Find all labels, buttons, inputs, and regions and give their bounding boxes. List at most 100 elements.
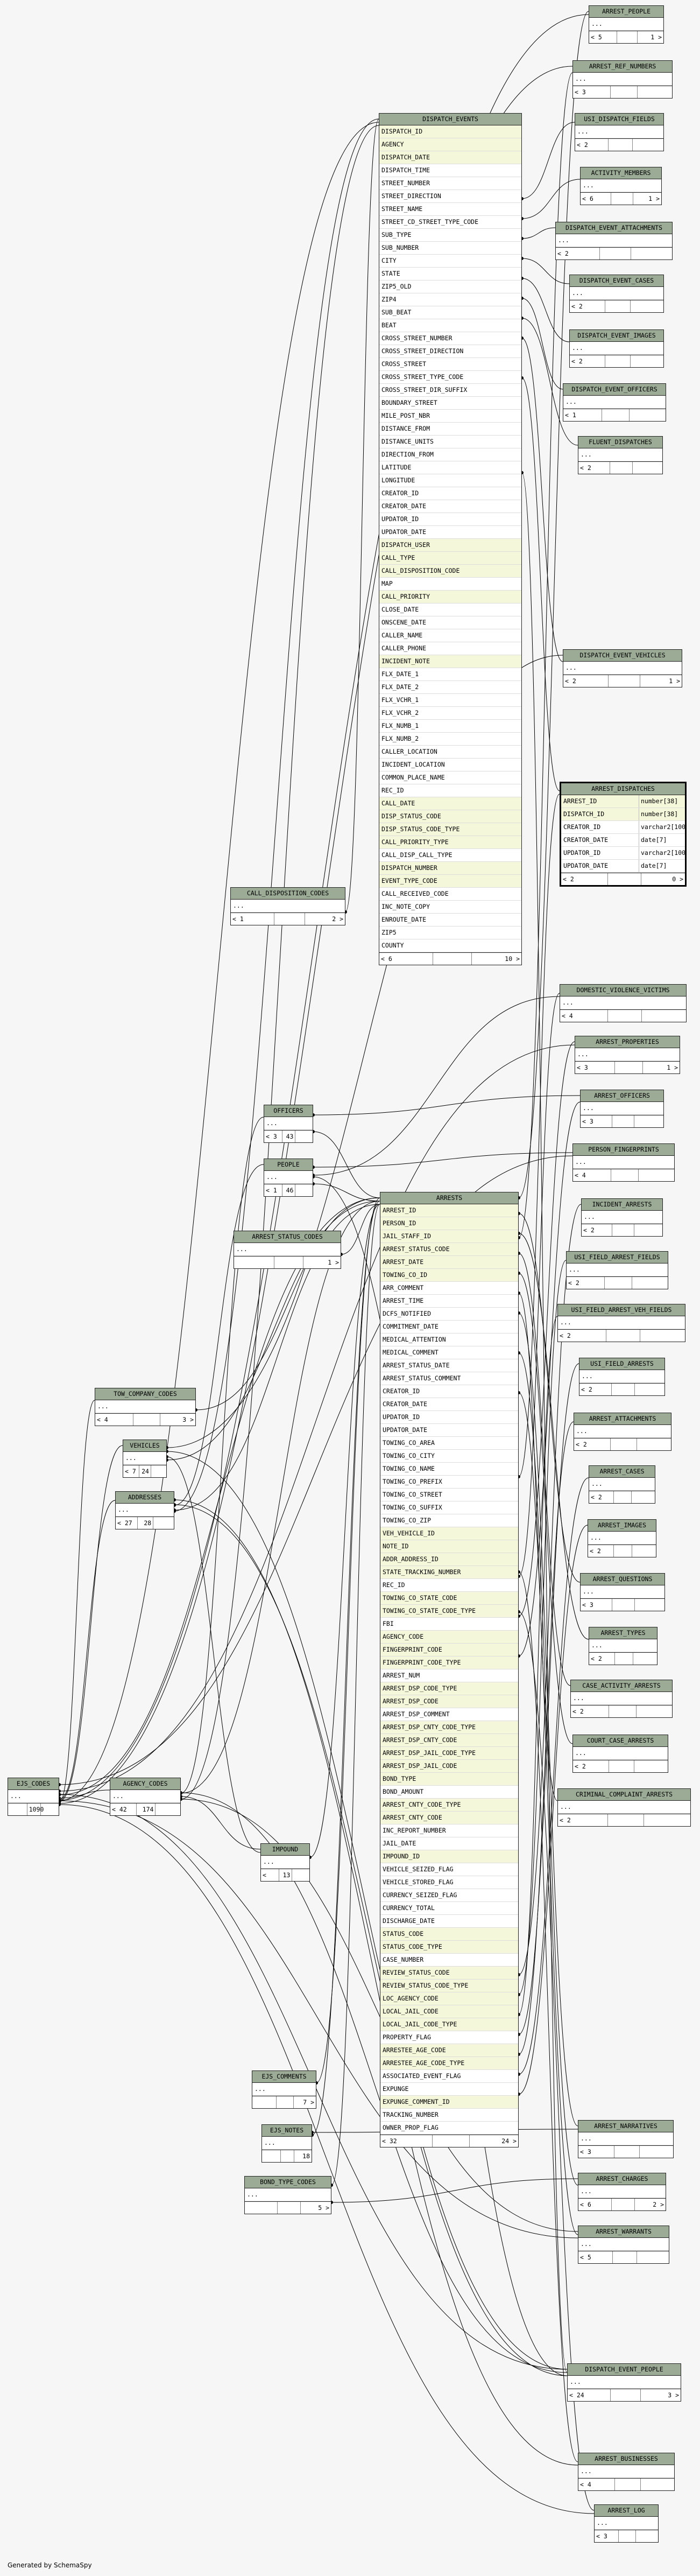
table-ejs-codes[interactable]: EJS_CODES...1090 > xyxy=(8,1778,59,1816)
table-name[interactable]: DISPATCH_EVENT_OFFICERS xyxy=(563,384,666,396)
table-ejs-notes[interactable]: EJS_NOTES...18 > xyxy=(261,2124,312,2163)
table-name[interactable]: ARREST_STATUS_CODES xyxy=(234,1231,341,1243)
table-arrest-businesses[interactable]: ARREST_BUSINESSES...< 4 xyxy=(578,2453,675,2491)
table-name[interactable]: ARREST_REF_NUMBERS xyxy=(573,61,672,73)
relationship-counts: < 2 xyxy=(570,300,663,312)
table-name[interactable]: OFFICERS xyxy=(264,1105,313,1117)
table-case-activity-arrests[interactable]: CASE_ACTIVITY_ARRESTS...< 2 xyxy=(570,1680,673,1718)
table-name[interactable]: USI_FIELD_ARREST_FIELDS xyxy=(567,1252,668,1264)
table-arrest-cases[interactable]: ARREST_CASES...< 2 xyxy=(589,1465,655,1504)
relationship-counts: < 5 xyxy=(578,2251,669,2263)
table-dispatch-event-cases[interactable]: DISPATCH_EVENT_CASES...< 2 xyxy=(569,275,664,313)
table-fluent-dispatches[interactable]: FLUENT_DISPATCHES...< 2 xyxy=(578,436,663,474)
table-arrest-narratives[interactable]: ARREST_NARRATIVES...< 3 xyxy=(578,2120,674,2158)
table-name[interactable]: DISPATCH_EVENTS xyxy=(379,114,521,125)
table-bond-type-codes[interactable]: BOND_TYPE_CODES...5 > xyxy=(244,2176,331,2214)
table-arrest-ref-numbers[interactable]: ARREST_REF_NUMBERS...< 3 xyxy=(572,60,673,99)
table-ejs-comments[interactable]: EJS_COMMENTS...7 > xyxy=(252,2070,316,2109)
table-name[interactable]: ARREST_TYPES xyxy=(589,1627,657,1639)
table-name[interactable]: ARREST_CHARGES xyxy=(578,2173,666,2185)
table-name[interactable]: DISPATCH_EVENT_PEOPLE xyxy=(568,2364,681,2376)
table-arrest-officers[interactable]: ARREST_OFFICERS...< 3 xyxy=(580,1090,664,1128)
table-name[interactable]: ARREST_PROPERTIES xyxy=(575,1036,680,1048)
table-name[interactable]: EJS_CODES xyxy=(8,1778,59,1790)
table-name[interactable]: ARREST_IMAGES xyxy=(588,1520,656,1532)
table-dispatch-event-officers[interactable]: DISPATCH_EVENT_OFFICERS...< 1 xyxy=(563,383,666,422)
table-name[interactable]: CRIMINAL_COMPLAINT_ARRESTS xyxy=(558,1789,690,1801)
table-name[interactable]: INCIDENT_ARRESTS xyxy=(582,1199,662,1211)
table-name[interactable]: USI_FIELD_ARRESTS xyxy=(579,1358,664,1370)
table-arrest-status-codes[interactable]: ARREST_STATUS_CODES...1 > xyxy=(234,1231,341,1269)
table-arrest-questions[interactable]: ARREST_QUESTIONS...< 3 xyxy=(580,1573,665,1611)
table-name[interactable]: ARREST_WARRANTS xyxy=(578,2226,669,2238)
table-name[interactable]: IMPOUND xyxy=(261,1844,309,1856)
table-name[interactable]: ARREST_BUSINESSES xyxy=(578,2453,674,2465)
table-name[interactable]: ARREST_PEOPLE xyxy=(589,6,663,18)
table-usi-field-arrests[interactable]: USI_FIELD_ARRESTS...< 2 xyxy=(579,1358,665,1396)
table-officers[interactable]: OFFICERS...< 343 > xyxy=(264,1105,313,1143)
table-impound[interactable]: IMPOUND...< 1913 > xyxy=(260,1843,310,1882)
table-name[interactable]: CALL_DISPOSITION_CODES xyxy=(231,888,345,900)
table-name[interactable]: ARREST_LOG xyxy=(595,2505,658,2517)
table-column: CROSS_STREET_NUMBER xyxy=(379,332,521,345)
table-usi-field-arrest-veh-fields[interactable]: USI_FIELD_ARREST_VEH_FIELDS...< 2 xyxy=(557,1304,685,1342)
table-usi-field-arrest-fields[interactable]: USI_FIELD_ARREST_FIELDS...< 2 xyxy=(566,1251,668,1289)
table-name[interactable]: ACTIVITY_MEMBERS xyxy=(581,167,661,179)
table-name[interactable]: ARREST_QUESTIONS xyxy=(581,1574,664,1585)
table-name[interactable]: CASE_ACTIVITY_ARRESTS xyxy=(571,1680,672,1692)
table-usi-dispatch-fields[interactable]: USI_DISPATCH_FIELDS...< 2 xyxy=(575,113,664,151)
table-name[interactable]: COURT_CASE_ARRESTS xyxy=(573,1735,668,1747)
table-arrest-warrants[interactable]: ARREST_WARRANTS...< 5 xyxy=(578,2226,669,2264)
table-name[interactable]: DISPATCH_EVENT_CASES xyxy=(570,275,663,287)
table-dispatch-event-images[interactable]: DISPATCH_EVENT_IMAGES...< 2 xyxy=(569,329,664,368)
table-arrest-images[interactable]: ARREST_IMAGES...< 2 xyxy=(588,1519,656,1557)
table-name[interactable]: EJS_COMMENTS xyxy=(252,2071,316,2083)
table-people[interactable]: PEOPLE...< 146 > xyxy=(264,1159,313,1197)
table-court-case-arrests[interactable]: COURT_CASE_ARRESTS...< 2 xyxy=(572,1735,668,1773)
table-name[interactable]: TOW_COMPANY_CODES xyxy=(95,1388,195,1400)
table-arrest-log[interactable]: ARREST_LOG...< 3 xyxy=(594,2504,659,2543)
table-arrest-attachments[interactable]: ARREST_ATTACHMENTS...< 2 xyxy=(574,1413,671,1451)
table-vehicles[interactable]: VEHICLES...< 724 > xyxy=(123,1440,167,1478)
count-cell xyxy=(614,1545,632,1557)
table-name[interactable]: PEOPLE xyxy=(264,1159,313,1171)
table-name[interactable]: USI_DISPATCH_FIELDS xyxy=(575,114,663,125)
table-name[interactable]: BOND_TYPE_CODES xyxy=(245,2177,331,2188)
table-dispatch-event-attachments[interactable]: DISPATCH_EVENT_ATTACHMENTS...< 2 xyxy=(555,222,673,260)
table-name[interactable]: DISPATCH_EVENT_VEHICLES xyxy=(563,650,682,662)
table-name[interactable]: ADDRESSES xyxy=(116,1492,174,1504)
table-incident-arrests[interactable]: INCIDENT_ARRESTS...< 2 xyxy=(581,1198,663,1237)
table-name[interactable]: DOMESTIC_VIOLENCE_VICTIMS xyxy=(560,985,686,996)
table-name[interactable]: DISPATCH_EVENT_IMAGES xyxy=(570,330,663,342)
table-name[interactable]: ARREST_DISPATCHES xyxy=(561,783,685,795)
table-criminal-complaint-arrests[interactable]: CRIMINAL_COMPLAINT_ARRESTS...< 2 xyxy=(557,1788,691,1827)
table-name[interactable]: DISPATCH_EVENT_ATTACHMENTS xyxy=(556,222,672,234)
table-name[interactable]: PERSON_FINGERPRINTS xyxy=(573,1144,674,1156)
table-name[interactable]: ARREST_CASES xyxy=(589,1466,655,1478)
table-name[interactable]: AGENCY_CODES xyxy=(110,1778,180,1790)
table-name[interactable]: USI_FIELD_ARREST_VEH_FIELDS xyxy=(558,1304,685,1316)
table-name[interactable]: ARRESTS xyxy=(380,1192,518,1204)
table-name[interactable]: ARREST_ATTACHMENTS xyxy=(574,1413,671,1425)
table-arrest-types[interactable]: ARREST_TYPES...< 2 xyxy=(589,1627,657,1665)
table-person-fingerprints[interactable]: PERSON_FINGERPRINTS...< 4 xyxy=(572,1143,675,1182)
table-name[interactable]: VEHICLES xyxy=(123,1440,166,1452)
table-name[interactable]: ARREST_NARRATIVES xyxy=(578,2121,673,2132)
table-name[interactable]: ARREST_OFFICERS xyxy=(581,1090,663,1102)
table-domestic-violence-victims[interactable]: DOMESTIC_VIOLENCE_VICTIMS...< 4 xyxy=(560,984,687,1022)
table-name[interactable]: FLUENT_DISPATCHES xyxy=(578,437,662,448)
table-name[interactable]: EJS_NOTES xyxy=(262,2125,312,2137)
